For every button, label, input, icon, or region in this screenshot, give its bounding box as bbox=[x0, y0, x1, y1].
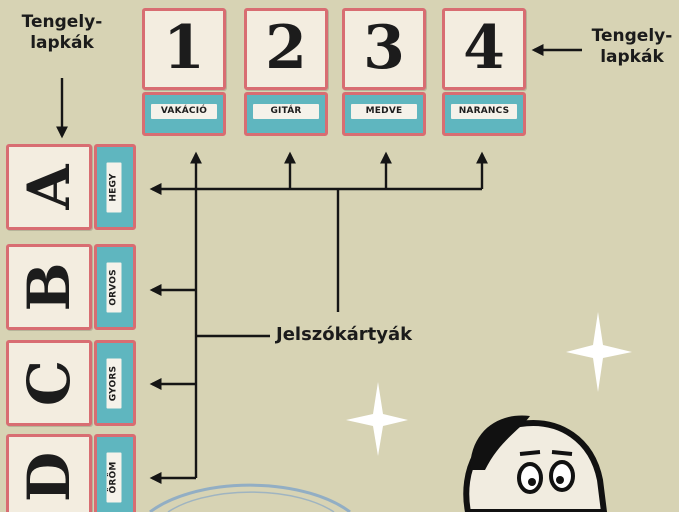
row-word-card: ORVOS bbox=[94, 244, 136, 330]
column-word-card: GITÁR bbox=[244, 92, 328, 136]
row-word-card: ÖRÖM bbox=[94, 434, 136, 512]
axis-tiles-callout-right: Tengely- lapkák bbox=[586, 26, 678, 68]
column-word-card: MEDVE bbox=[342, 92, 426, 136]
column-tile-4: 4 NARANCS bbox=[442, 8, 526, 136]
column-word-card: NARANCS bbox=[442, 92, 526, 136]
axis-tiles-callout-left: Tengely- lapkák bbox=[12, 12, 112, 54]
column-tile-face: 3 bbox=[342, 8, 426, 90]
row-word: ORVOS bbox=[106, 262, 121, 312]
row-symbol: D bbox=[17, 445, 81, 509]
column-word: GITÁR bbox=[253, 104, 319, 119]
column-symbol: 2 bbox=[247, 11, 325, 87]
column-tile-face: 4 bbox=[442, 8, 526, 90]
row-tile-c: C GYORS bbox=[6, 340, 138, 428]
row-symbol: B bbox=[17, 255, 81, 319]
column-tile-3: 3 MEDVE bbox=[342, 8, 426, 136]
column-tile-2: 2 GITÁR bbox=[244, 8, 328, 136]
row-word-card: HEGY bbox=[94, 144, 136, 230]
column-word-card: VAKÁCIÓ bbox=[142, 92, 226, 136]
row-tile-face: C bbox=[6, 340, 92, 426]
column-tile-face: 2 bbox=[244, 8, 328, 90]
password-cards-label: Jelszókártyák bbox=[276, 324, 446, 345]
column-symbol: 3 bbox=[345, 11, 423, 87]
row-word-card: GYORS bbox=[94, 340, 136, 426]
row-word: HEGY bbox=[106, 162, 121, 212]
column-word: VAKÁCIÓ bbox=[151, 104, 217, 119]
column-tile-1: 1 VAKÁCIÓ bbox=[142, 8, 226, 136]
column-symbol: 1 bbox=[145, 11, 223, 87]
row-symbol: A bbox=[17, 155, 81, 219]
row-tile-b: B ORVOS bbox=[6, 244, 138, 332]
row-word: ÖRÖM bbox=[106, 452, 121, 502]
column-symbol: 4 bbox=[445, 11, 523, 87]
column-tile-face: 1 bbox=[142, 8, 226, 90]
row-tile-face: D bbox=[6, 434, 92, 512]
row-tile-face: A bbox=[6, 144, 92, 230]
column-word: MEDVE bbox=[351, 104, 417, 119]
row-symbol: C bbox=[17, 351, 81, 415]
row-tile-d: D ÖRÖM bbox=[6, 434, 138, 512]
row-tile-a: A HEGY bbox=[6, 144, 138, 232]
row-word: GYORS bbox=[106, 358, 121, 408]
column-word: NARANCS bbox=[451, 104, 517, 119]
row-tile-face: B bbox=[6, 244, 92, 330]
